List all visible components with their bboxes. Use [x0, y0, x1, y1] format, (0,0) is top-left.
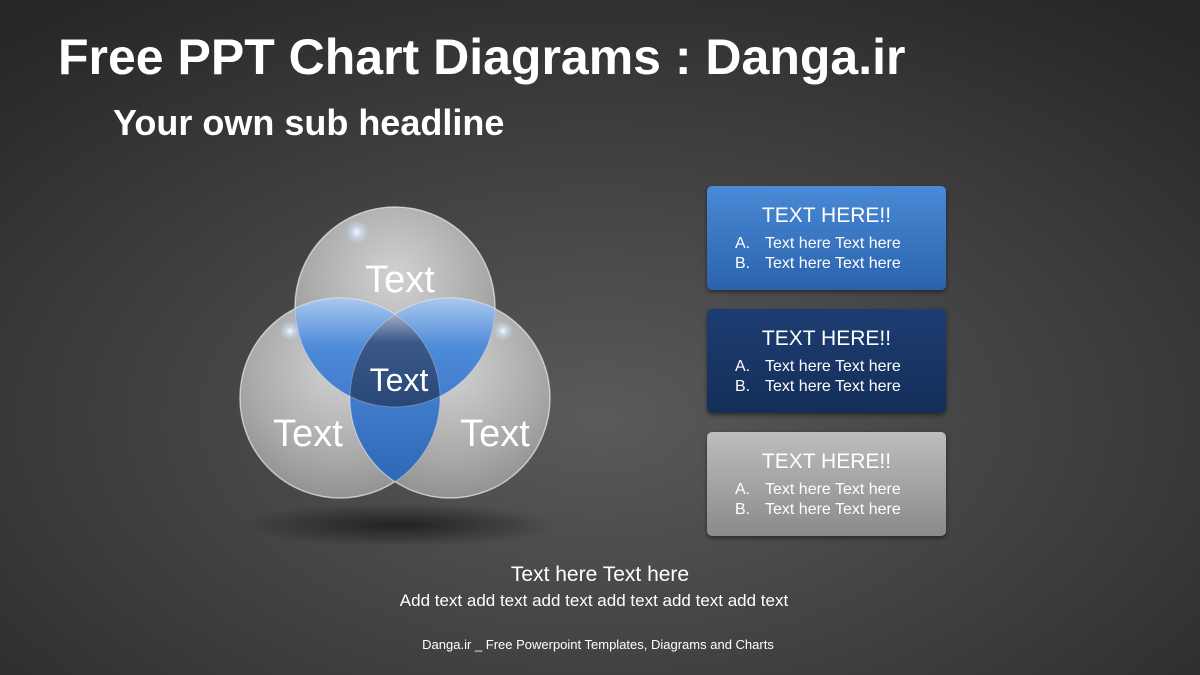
list-item: A.Text here Text here: [735, 235, 901, 252]
text-box-2: TEXT HERE!! A.Text here Text here B.Text…: [707, 309, 946, 413]
page-subtitle: Your own sub headline: [113, 102, 505, 143]
text-box-2-list: A.Text here Text here B.Text here Text h…: [735, 357, 901, 397]
footer-credit: Danga.ir _ Free Powerpoint Templates, Di…: [422, 637, 774, 652]
footer-text: Add text add text add text add text add …: [399, 591, 789, 610]
text-box-1: TEXT HERE!! A.Text here Text here B.Text…: [707, 186, 946, 290]
venn-label-right: Text: [460, 413, 530, 455]
venn-label-left: Text: [273, 413, 343, 455]
text-box-3: TEXT HERE!! A.Text here Text here B.Text…: [707, 432, 946, 536]
text-box-1-title: TEXT HERE!!: [761, 204, 892, 227]
venn-diagram: Text Text Text Text: [239, 206, 560, 545]
text-box-2-title: TEXT HERE!!: [761, 327, 892, 350]
list-item: B.Text here Text here: [735, 378, 901, 395]
text-box-1-list: A.Text here Text here B.Text here Text h…: [735, 234, 901, 274]
venn-overlap-center: [350, 298, 440, 407]
page-title: Free PPT Chart Diagrams : Danga.ir: [58, 29, 906, 85]
venn-label-top: Text: [365, 259, 435, 301]
list-item: B.Text here Text here: [735, 501, 901, 518]
footer-title: Text here Text here: [510, 563, 690, 586]
venn-label-center: Text: [370, 362, 429, 398]
text-box-3-title: TEXT HERE!!: [761, 450, 892, 473]
sparkle-right: [493, 321, 513, 341]
diagram-shadow: [240, 503, 560, 545]
list-item: A.Text here Text here: [735, 358, 901, 375]
sparkle-left: [280, 321, 300, 341]
sparkle-top: [345, 220, 369, 244]
list-item: B.Text here Text here: [735, 255, 901, 272]
list-item: A.Text here Text here: [735, 481, 901, 498]
text-box-3-list: A.Text here Text here B.Text here Text h…: [735, 480, 901, 520]
